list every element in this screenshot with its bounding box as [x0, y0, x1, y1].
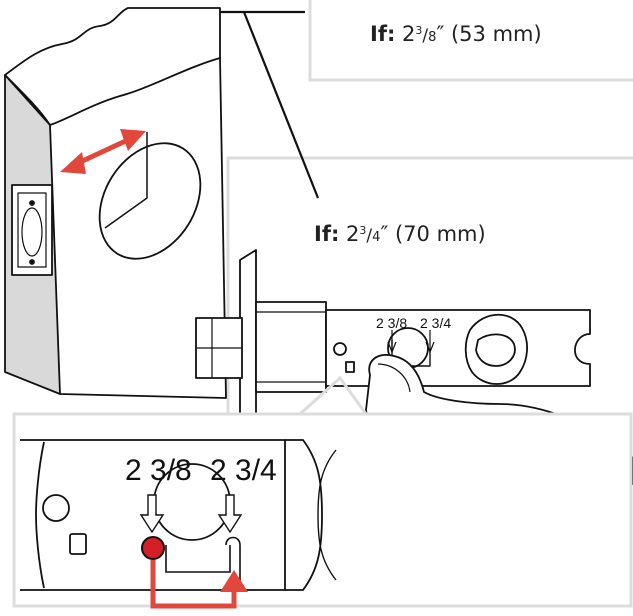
- callout-top-num: 3: [415, 24, 423, 37]
- callout-top-whole: 2: [402, 22, 416, 46]
- centerline: [104, 132, 148, 229]
- latch-mark-zoom-left: 2 3/8: [125, 454, 192, 487]
- zoom-connector: [298, 375, 368, 416]
- callout-top-inch: ″: [436, 22, 445, 46]
- latch-pin: [141, 536, 165, 560]
- door: [4, 7, 227, 399]
- callout-middle-whole: 2: [346, 222, 360, 246]
- callout-middle-label: If:: [314, 222, 340, 246]
- latch-slide-plate: [325, 309, 591, 387]
- callout-middle-metric: (70 mm): [394, 222, 486, 246]
- latch-mark-zoom-right: 2 3/4: [210, 454, 277, 487]
- callout-top-metric: (53 mm): [450, 22, 542, 46]
- callout-middle-num: 3: [359, 224, 367, 237]
- bore-hole: [98, 142, 202, 260]
- callout-panel-top: [308, 0, 633, 82]
- latch-mark-small-left: 2 3/8: [376, 315, 407, 331]
- zoom-detail: 2 3/8 2 3/4: [12, 412, 633, 609]
- callout-middle-den: 4: [372, 230, 381, 245]
- callout-top-den: 8: [428, 30, 437, 45]
- callout-middle: If: 23/4″ (70 mm): [314, 222, 486, 246]
- callout-middle-inch: ″: [380, 222, 389, 246]
- double-headed-arrow-icon: [60, 129, 146, 174]
- latch-mark-small-right: 2 3/4: [420, 315, 451, 331]
- latch-housing: [255, 301, 327, 393]
- callout-top: If: 23/8″ (53 mm): [370, 22, 542, 46]
- callout-top-label: If:: [370, 22, 396, 46]
- up-arrow-icon: [150, 560, 248, 609]
